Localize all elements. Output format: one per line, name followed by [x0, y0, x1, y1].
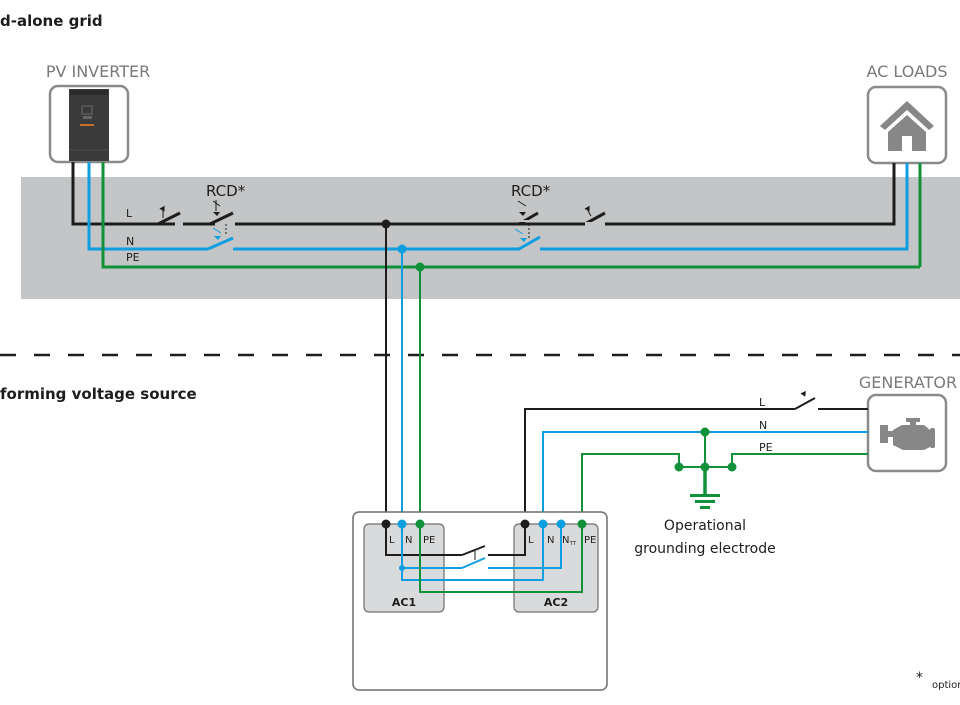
top-L-label: L — [126, 207, 133, 220]
ground-symbol-icon — [690, 494, 720, 509]
circuit-breaker-1 — [157, 205, 181, 226]
bottom-section-heading: forming voltage source — [0, 385, 197, 403]
internal-PE-link — [419, 524, 583, 593]
house-icon — [880, 101, 934, 151]
grounding-label-line1: Operational — [664, 518, 746, 534]
ac1-N-terminal — [397, 519, 407, 529]
grounding-electrode — [674, 427, 737, 509]
ac2-PE-terminal-label: PE — [584, 535, 596, 546]
gen-PE-label: PE — [759, 441, 773, 454]
internal-N-link — [401, 524, 544, 581]
ac-loads-label: AC LOADS — [867, 62, 948, 81]
internal-NTT-ac2 — [488, 524, 562, 569]
pv-L-wire — [71, 162, 175, 226]
top-N-label: N — [126, 235, 134, 248]
ac2-N-terminal-label: N — [547, 535, 554, 546]
gen-L-wire — [524, 408, 795, 524]
grounding-label-line2: grounding electrode — [634, 541, 775, 557]
gen-L-label: L — [759, 396, 766, 409]
ac2-L-terminal — [520, 519, 530, 529]
pv-N-wire — [87, 162, 208, 251]
ac2-label: AC2 — [544, 596, 568, 609]
gen-PE-wire-2 — [731, 453, 868, 467]
gen-PE-wire-1 — [581, 453, 680, 524]
ac1-label: AC1 — [392, 596, 416, 609]
top-PE-label: PE — [126, 251, 140, 264]
gen-N-wire — [542, 431, 868, 524]
gen-N-label: N — [759, 419, 767, 432]
generator-breaker — [794, 390, 816, 410]
pe-bus-wire — [101, 162, 920, 269]
pv-inverter-device[interactable] — [48, 84, 130, 164]
rcd-2-label: RCD* — [511, 182, 551, 200]
generator-device[interactable] — [866, 393, 948, 473]
rcd-2-switch — [514, 200, 541, 251]
ac1-PE-terminal — [415, 519, 425, 529]
distribution-band — [21, 177, 960, 299]
ac2-N-terminal — [538, 519, 548, 529]
inverter-icon — [69, 89, 109, 161]
ac1-L-terminal — [381, 519, 391, 529]
rcd-1-label: RCD* — [206, 182, 246, 200]
footnote-text: optional — [932, 680, 960, 691]
ac2-L-terminal-label: L — [528, 535, 534, 546]
L-junction-dot — [381, 219, 391, 229]
ac1-N-terminal-label: N — [405, 535, 412, 546]
internal-transfer-switch — [461, 545, 486, 569]
load-N-riser — [905, 163, 909, 251]
ac2-NTT-terminal-label: N — [562, 535, 569, 546]
ac1-L-terminal-label: L — [389, 535, 395, 546]
rcd-1-switch — [207, 200, 234, 251]
ac2-PE-terminal — [577, 519, 587, 529]
N-junction-dot — [397, 244, 407, 254]
internal-L-ac2 — [488, 524, 526, 556]
load-L-wire — [605, 163, 896, 226]
ac-loads-device[interactable] — [866, 85, 948, 165]
generator-label: GENERATOR — [859, 373, 957, 392]
ac1-PE-terminal-label: PE — [423, 535, 435, 546]
PE-junction-dot — [415, 262, 425, 272]
ac2-NTT-subscript: TT — [569, 541, 577, 547]
top-section-heading: d-alone grid — [0, 12, 103, 30]
ac2-NTT-terminal — [556, 519, 566, 529]
internal-L-ac1 — [385, 524, 462, 556]
footnote-star: * — [916, 670, 923, 686]
engine-icon — [880, 418, 935, 450]
pv-inverter-label: PV INVERTER — [46, 62, 150, 81]
